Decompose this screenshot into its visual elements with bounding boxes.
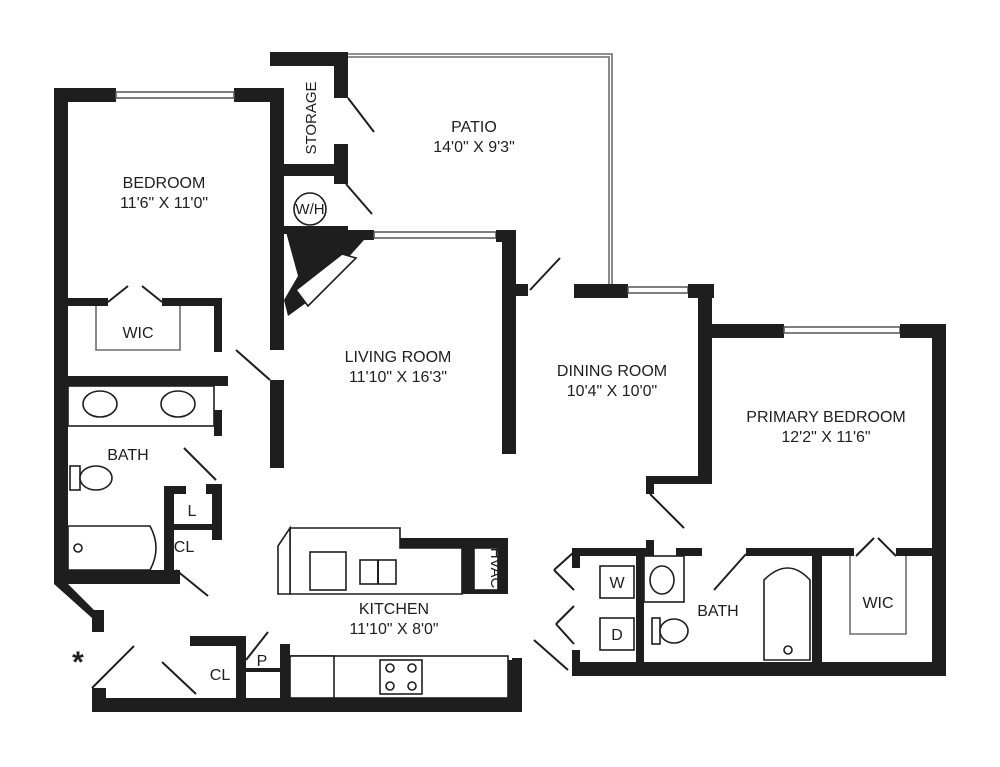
living-room-name: LIVING ROOM — [345, 349, 452, 366]
closet-entry-label: CL — [210, 667, 231, 684]
wic-left-label: WIC — [122, 325, 153, 342]
kitchen-size: 11'10" X 8'0" — [349, 621, 438, 638]
dryer-label: D — [611, 627, 623, 644]
refrigerator — [289, 655, 335, 699]
fixtures — [67, 385, 811, 699]
bathtub-icon — [763, 567, 811, 661]
closet-bath-label: CL — [174, 539, 195, 556]
toilet-icon — [651, 617, 661, 645]
water-heater-label: W/H — [295, 201, 324, 218]
dining-room-name: DINING ROOM — [557, 363, 667, 380]
bath-right-label: BATH — [697, 603, 738, 620]
bedroom-size: 11'6" X 11'0" — [120, 195, 208, 212]
primary-bedroom-size: 12'2" X 11'6" — [781, 429, 870, 446]
bedroom-name: BEDROOM — [123, 175, 206, 192]
kitchen-name: KITCHEN — [359, 601, 429, 618]
room-labels: BEDROOM 11'6" X 11'0" PATIO 14'0" X 9'3"… — [72, 81, 906, 684]
wic-right-label: WIC — [862, 595, 893, 612]
toilet-icon — [69, 465, 81, 491]
bathtub-icon — [67, 525, 157, 571]
dining-room-size: 10'4" X 10'0" — [567, 383, 657, 400]
dishwasher — [309, 551, 347, 591]
closet-outlines — [95, 306, 907, 635]
patio-name: PATIO — [451, 119, 497, 136]
dryer-icon — [599, 617, 635, 651]
entry-marker: * — [72, 646, 84, 679]
sink-icon — [82, 390, 118, 418]
sink-icon — [649, 565, 675, 595]
linen-label: L — [188, 503, 197, 520]
washer-icon — [599, 565, 635, 599]
living-room-size: 11'10" X 16'3" — [349, 369, 447, 386]
walls — [54, 52, 946, 712]
patio-outline — [345, 53, 613, 284]
pantry-label: P — [257, 653, 268, 670]
primary-bedroom-name: PRIMARY BEDROOM — [746, 409, 905, 426]
bath-left-label: BATH — [107, 447, 148, 464]
doors — [91, 97, 897, 695]
patio-size: 14'0" X 9'3" — [433, 139, 515, 156]
water-heater-icon — [293, 192, 327, 226]
storage-label: STORAGE — [303, 81, 320, 154]
hvac-label: HVAC — [487, 548, 504, 589]
washer-label: W — [609, 575, 625, 592]
sink-icon — [160, 390, 196, 418]
